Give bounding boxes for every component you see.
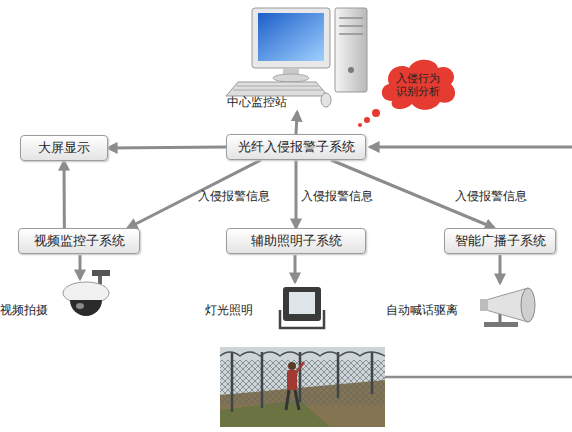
node-label: 大屏显示 bbox=[38, 140, 90, 157]
light-lens bbox=[289, 292, 315, 314]
down-arrow bbox=[499, 255, 502, 283]
node-label: 光纤入侵报警子系统 bbox=[238, 139, 355, 156]
pc-tower bbox=[335, 8, 367, 92]
dome-highlight bbox=[76, 303, 84, 309]
intruder-legs bbox=[286, 390, 299, 410]
horn-mouth bbox=[521, 288, 535, 322]
keyboard-keys bbox=[233, 86, 322, 90]
monitor-screen bbox=[258, 13, 324, 61]
intruder-body bbox=[287, 370, 297, 390]
process-box: 辅助照明子系统 bbox=[226, 228, 366, 254]
thought-bubbles bbox=[358, 109, 380, 127]
monitor-frame bbox=[252, 8, 330, 68]
light-body bbox=[283, 287, 321, 321]
station-label-node: 中心监控站 bbox=[215, 0, 370, 112]
sensor-feed-arrow bbox=[370, 146, 572, 149]
photo-sky bbox=[220, 347, 385, 427]
process-box: 智能广播子系统 bbox=[444, 228, 556, 254]
analysis-cloud: 入侵行为识别分析 bbox=[378, 55, 458, 113]
fence-posts bbox=[232, 352, 372, 412]
horn-base bbox=[484, 322, 518, 327]
power-button bbox=[348, 67, 354, 73]
keyboard bbox=[226, 82, 328, 96]
node-label: 中心监控站 bbox=[227, 94, 287, 111]
horn-driver bbox=[480, 299, 488, 311]
process-box: 光纤入侵报警子系统 bbox=[226, 134, 366, 160]
arrow-connector bbox=[108, 147, 226, 148]
mouse bbox=[321, 93, 331, 107]
horn-speaker-illustration bbox=[480, 288, 535, 327]
bubble-dot bbox=[364, 117, 370, 123]
bubble-dot bbox=[372, 109, 380, 117]
floodlight-illustration bbox=[280, 287, 324, 328]
edge-label: 入侵报警信息 bbox=[198, 189, 270, 204]
edge-label: 入侵报警信息 bbox=[301, 189, 373, 204]
fence-mesh bbox=[220, 360, 385, 405]
drive-slots bbox=[339, 18, 363, 34]
arrow-connector bbox=[296, 112, 297, 134]
illustration-caption: 灯光照明 bbox=[205, 303, 253, 318]
arrow-connector bbox=[63, 161, 66, 228]
illustration-caption: 视频拍摄 bbox=[0, 303, 48, 318]
camera-dome bbox=[70, 300, 102, 316]
intruder-head bbox=[288, 362, 296, 370]
process-box: 视频监控子系统 bbox=[18, 228, 140, 254]
node-label: 辅助照明子系统 bbox=[251, 233, 342, 250]
barbed-wire bbox=[220, 352, 385, 356]
node-label: 入侵行为识别分析 bbox=[392, 72, 444, 98]
down-arrow bbox=[294, 255, 297, 282]
illustration-caption: 自动喊话驱离 bbox=[386, 303, 458, 318]
cloud-shape bbox=[382, 60, 455, 110]
node-label: 视频监控子系统 bbox=[34, 233, 125, 250]
computer-illustration bbox=[226, 8, 367, 107]
camera-arm bbox=[98, 276, 102, 284]
process-box: 大屏显示 bbox=[20, 135, 108, 161]
arrow-connector bbox=[295, 160, 298, 228]
camera-mount bbox=[92, 270, 110, 276]
edge-label: 入侵报警信息 bbox=[455, 189, 527, 204]
down-arrow bbox=[79, 255, 82, 279]
fence-photo bbox=[220, 347, 385, 427]
node-label: 智能广播子系统 bbox=[455, 233, 546, 250]
fiber-line bbox=[385, 376, 572, 379]
ptz-camera-illustration bbox=[63, 270, 110, 316]
intruder-arm bbox=[296, 362, 304, 373]
bubble-dot bbox=[358, 123, 362, 127]
monitor-base bbox=[273, 74, 309, 82]
